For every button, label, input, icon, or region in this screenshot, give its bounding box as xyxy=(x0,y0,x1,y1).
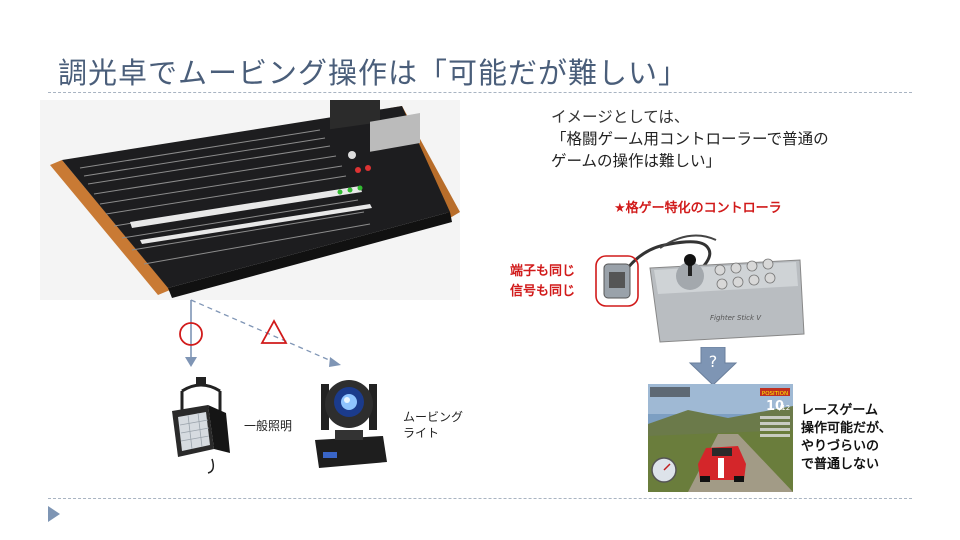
fight-stick-image: Fighter Stick V xyxy=(595,234,805,343)
warning-triangle-icon xyxy=(260,319,288,344)
analogy-note: イメージとしては、 「格闘ゲーム用コントローラーで普通の ゲームの操作は難しい」 xyxy=(551,106,829,172)
play-triangle-icon xyxy=(48,506,60,522)
controller-brand: Fighter Stick V xyxy=(710,314,762,322)
race-caption: レースゲーム 操作可能だが、 やりづらいの で普通しない xyxy=(801,402,892,474)
race-caption-line2: 操作可能だが、 xyxy=(801,421,892,436)
moving-light-label-line1: ムービング xyxy=(403,410,464,424)
hud-position-value: 10 xyxy=(766,399,784,414)
terminal-note: 端子も同じ 信号も同じ xyxy=(510,262,575,302)
ok-circle-icon xyxy=(179,322,203,346)
question-mark: ? xyxy=(709,352,718,371)
terminal-note-line1: 端子も同じ xyxy=(510,264,576,279)
hud-position-total: /12 xyxy=(779,404,790,412)
race-caption-line4: で普通しない xyxy=(801,457,880,472)
moving-light-label-line2: ライト xyxy=(403,426,440,440)
terminal-note-line2: 信号も同じ xyxy=(510,284,576,299)
title-divider xyxy=(48,92,912,93)
general-light-label: 一般照明 xyxy=(244,419,293,433)
hud-position-label: POSITION xyxy=(762,391,788,397)
slide-title: 調光卓でムービング操作は「可能だが難しい」 xyxy=(58,56,689,90)
console-wood-left xyxy=(50,160,170,295)
race-caption-line3: やりづらいの xyxy=(801,439,880,454)
moving-light-image xyxy=(315,380,387,468)
plug-highlight xyxy=(595,255,639,307)
analogy-note-line1: イメージとしては、 xyxy=(551,108,690,126)
analogy-note-line3: ゲームの操作は難しい」 xyxy=(551,152,722,170)
race-caption-line1: レースゲーム xyxy=(801,403,878,418)
arrow-to-moving-light xyxy=(190,299,337,364)
moving-light-label: ムービング ライト xyxy=(403,409,463,441)
footer-divider xyxy=(48,498,912,499)
racing-game-image: POSITION 10 /12 xyxy=(648,384,793,492)
question-arrow: ? xyxy=(688,347,738,386)
analogy-note-line2: 「格闘ゲーム用コントローラーで普通の xyxy=(551,130,829,148)
controller-caption: ★格ゲー特化のコントローラ xyxy=(614,201,782,216)
control-arrows xyxy=(179,299,341,367)
lighting-console-image xyxy=(40,100,460,300)
general-light-image xyxy=(172,377,230,474)
